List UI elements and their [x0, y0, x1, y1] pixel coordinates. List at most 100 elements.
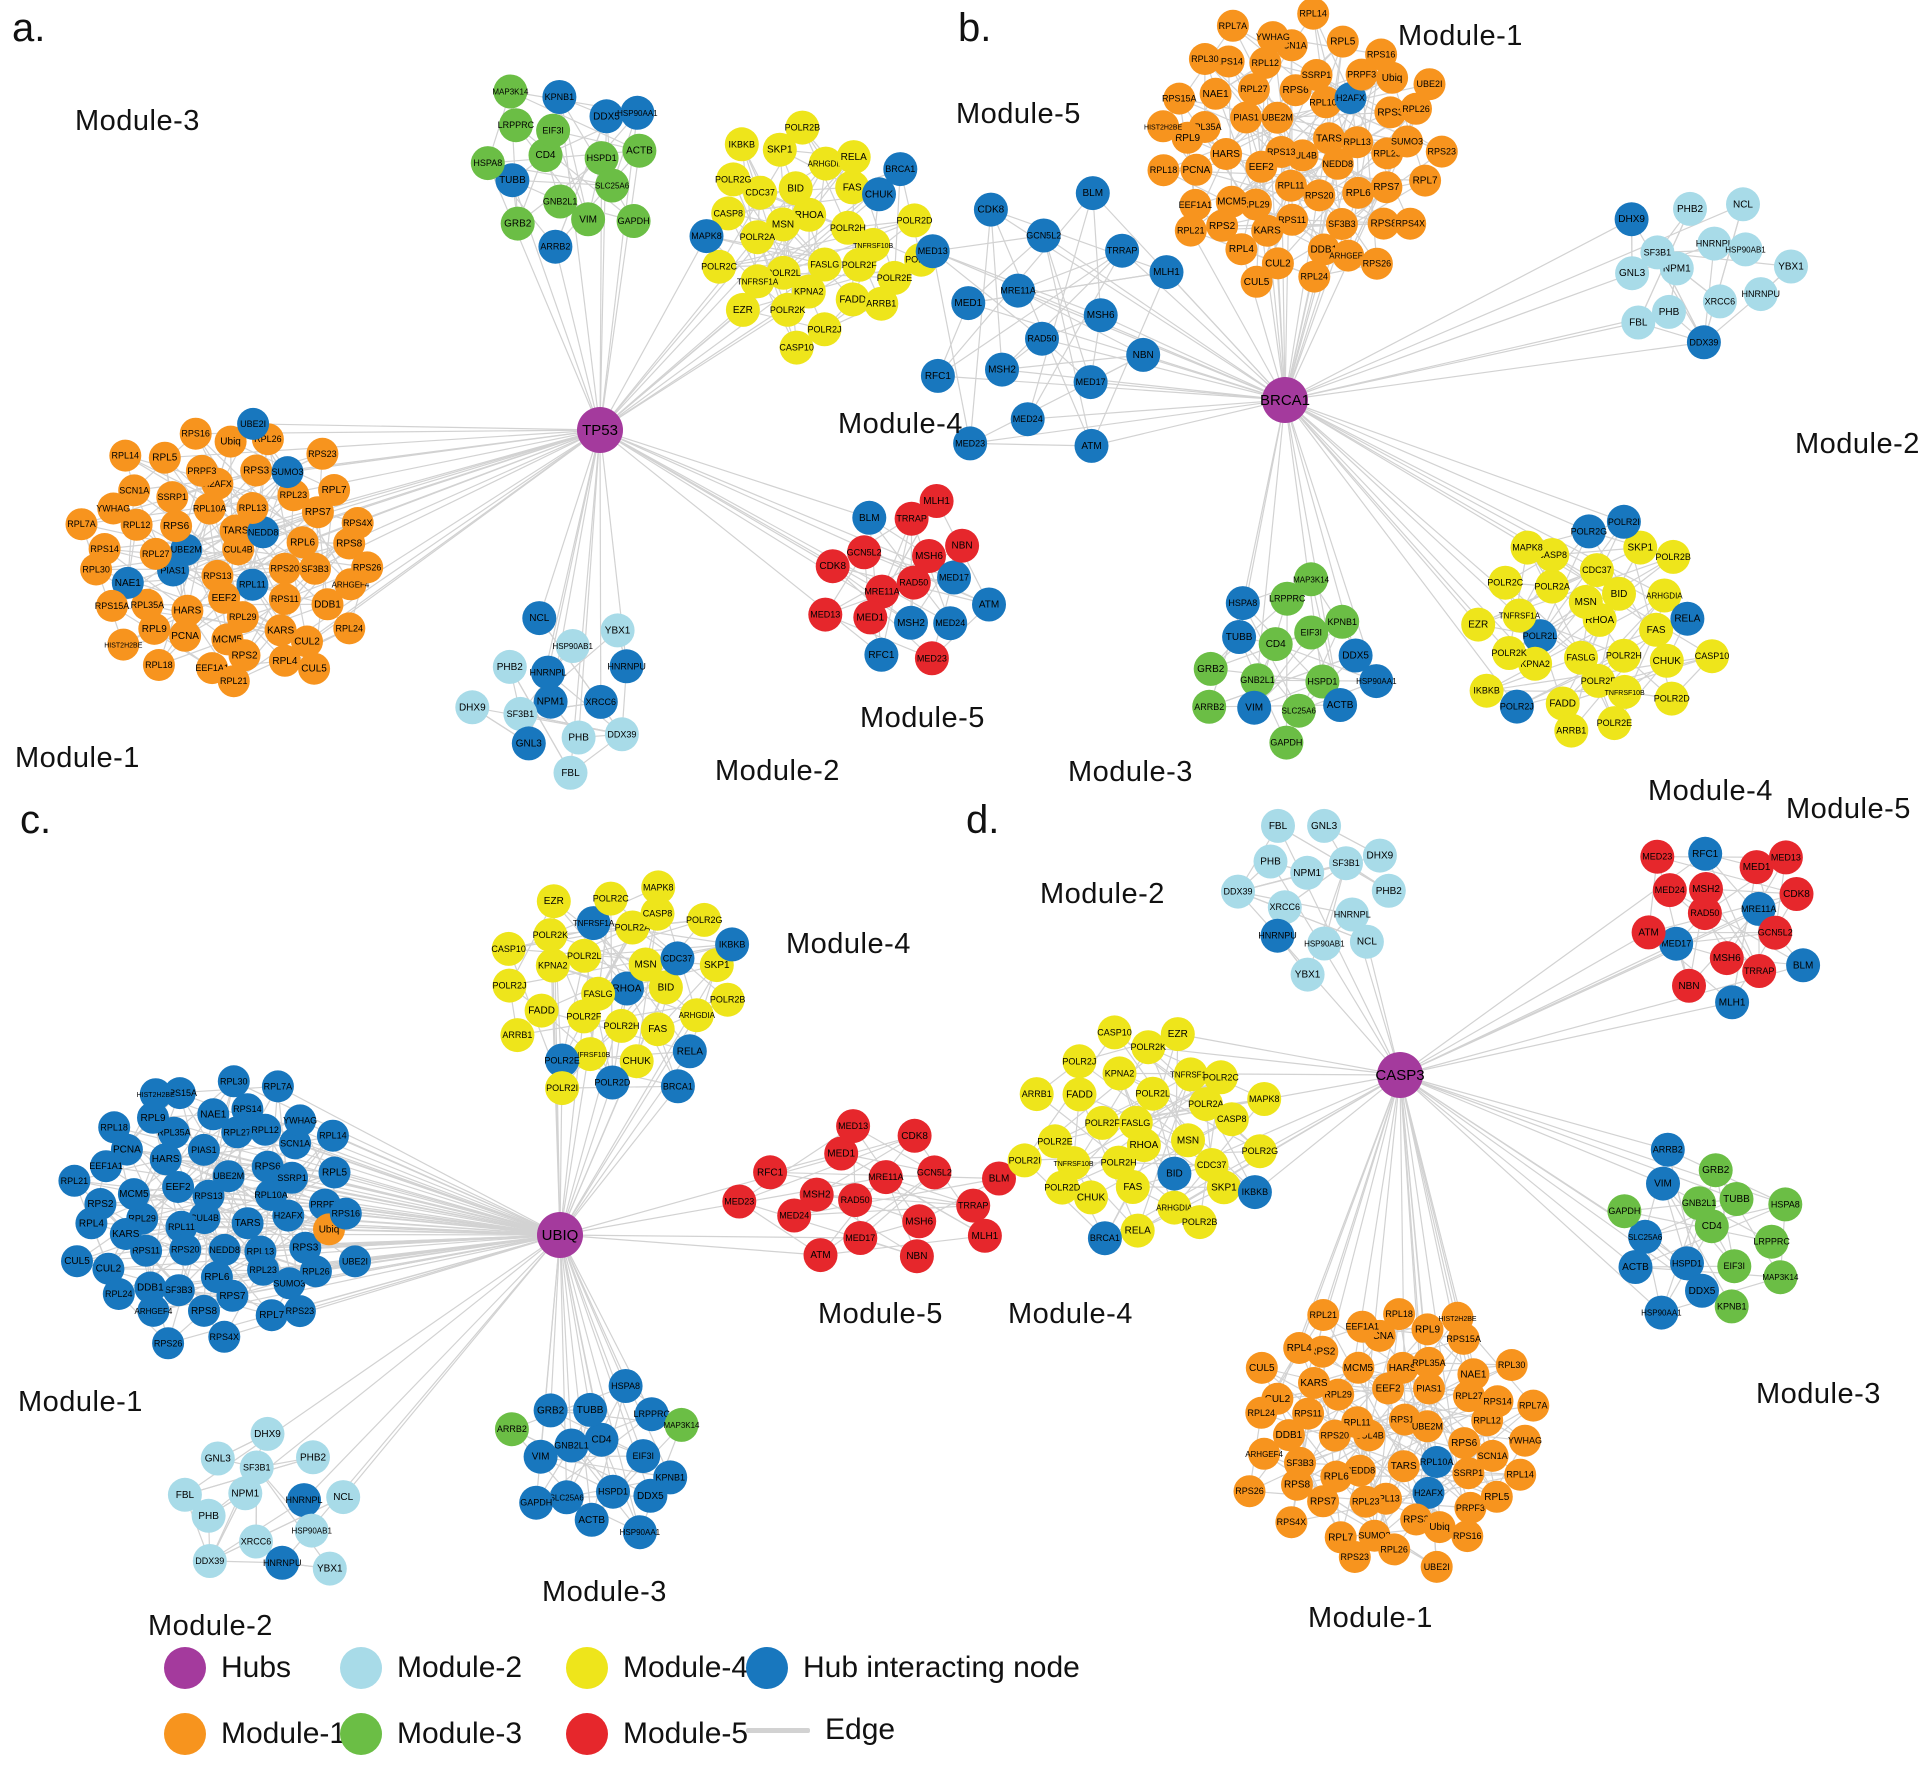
node-KPNB1[interactable]: KPNB1	[1714, 1289, 1749, 1324]
node-MSH6[interactable]: MSH6	[902, 1204, 937, 1239]
node-RPL24[interactable]: RPL24	[333, 612, 366, 645]
node-ACTB[interactable]: ACTB	[1618, 1250, 1653, 1284]
node-PHB2[interactable]: PHB2	[296, 1440, 330, 1475]
node-XRCC6[interactable]: XRCC6	[1267, 890, 1302, 925]
node-POLR2A[interactable]: POLR2A	[740, 220, 776, 255]
node-HNRNPU[interactable]: HNRNPU	[1258, 918, 1297, 953]
node-MSH6[interactable]: MSH6	[1709, 941, 1744, 976]
node-RPL12[interactable]: RPL12	[120, 508, 153, 541]
node-IKBKB[interactable]: IKBKB	[1469, 673, 1504, 708]
node-SUMO3[interactable]: SUMO3	[273, 1267, 305, 1300]
node-DHX9[interactable]: DHX9	[1362, 838, 1397, 873]
node-ARRB1[interactable]: ARRB1	[1554, 713, 1589, 748]
node-EZR[interactable]: EZR	[536, 884, 571, 919]
node-ARHGDIA[interactable]: ARHGDIA	[679, 998, 716, 1033]
node-SF3B1[interactable]: SF3B1	[239, 1450, 274, 1485]
node-PCNA[interactable]: PCNA	[169, 619, 202, 652]
node-VIM[interactable]: VIM	[523, 1439, 558, 1474]
node-BID[interactable]: BID	[1602, 576, 1636, 611]
node-MCM5[interactable]: MCM5	[117, 1178, 150, 1211]
node-MCM5[interactable]: MCM5	[1342, 1351, 1375, 1384]
node-SKP1[interactable]: SKP1	[1623, 530, 1658, 565]
node-RPS2[interactable]: RPS2	[1206, 209, 1239, 242]
node-RPS7[interactable]: RPS7	[216, 1279, 249, 1312]
node-HSPA8[interactable]: HSPA8	[608, 1369, 643, 1403]
node-SKP1[interactable]: SKP1	[762, 132, 797, 167]
node-RPS15A[interactable]: RPS15A	[1162, 82, 1197, 115]
node-IKBKB[interactable]: IKBKB	[1237, 1175, 1272, 1210]
node-RAD50[interactable]: RAD50	[838, 1183, 873, 1218]
node-LRPPRC[interactable]: LRPPRC	[633, 1397, 670, 1432]
node-ARRB1[interactable]: ARRB1	[500, 1018, 535, 1053]
node-HSPD1[interactable]: HSPD1	[596, 1474, 630, 1509]
node-RPL5[interactable]: RPL5	[318, 1156, 351, 1189]
node-NAE1[interactable]: NAE1	[1199, 77, 1232, 110]
node-DDX39[interactable]: DDX39	[604, 717, 639, 752]
node-NAE1[interactable]: NAE1	[197, 1098, 230, 1131]
node-RELA[interactable]: RELA	[1120, 1213, 1155, 1248]
node-BRCA1[interactable]: BRCA1	[1087, 1221, 1122, 1256]
node-POLR2G[interactable]: POLR2G	[715, 162, 752, 197]
node-PHB2[interactable]: PHB2	[492, 649, 527, 684]
node-RPS11[interactable]: RPS11	[1276, 203, 1309, 236]
node-YWHAG[interactable]: YWHAG	[283, 1104, 317, 1137]
node-EEF2[interactable]: EEF2	[162, 1171, 195, 1203]
node-RPL7A[interactable]: RPL7A	[1517, 1389, 1550, 1422]
node-POLR2E[interactable]: POLR2E	[1597, 706, 1633, 741]
node-DDX5[interactable]: DDX5	[589, 99, 624, 134]
node-GCN5L2[interactable]: GCN5L2	[1758, 915, 1793, 950]
node-RPL21[interactable]: RPL21	[217, 665, 250, 698]
node-RHOA[interactable]: RHOA	[792, 197, 827, 232]
node-EZR[interactable]: EZR	[1461, 607, 1496, 642]
node-SUMO3[interactable]: SUMO3	[1391, 125, 1423, 158]
node-RPS20[interactable]: RPS20	[1303, 179, 1336, 212]
node-RPS16[interactable]: RPS16	[1365, 38, 1398, 71]
node-SKP1[interactable]: SKP1	[1206, 1170, 1241, 1205]
node-RPL4[interactable]: RPL4	[1283, 1332, 1316, 1364]
node-RPS23[interactable]: RPS23	[1338, 1541, 1371, 1573]
node-NBN[interactable]: NBN	[1126, 337, 1161, 372]
node-FBL[interactable]: FBL	[1261, 808, 1295, 843]
node-HSP90AB1[interactable]: HSP90AB1	[1725, 232, 1766, 267]
node-RPL24[interactable]: RPL24	[102, 1278, 135, 1310]
node-RPS26[interactable]: RPS26	[1360, 247, 1393, 280]
node-MED24[interactable]: MED24	[1010, 402, 1045, 437]
node-GRB2[interactable]: GRB2	[1698, 1153, 1733, 1188]
node-GNB2L1[interactable]: GNB2L1	[543, 184, 578, 219]
node-FADD[interactable]: FADD	[524, 993, 559, 1028]
node-MED24[interactable]: MED24	[1652, 873, 1687, 908]
node-MAP3K14[interactable]: MAP3K14	[663, 1407, 700, 1442]
node-RAD50[interactable]: RAD50	[896, 565, 931, 600]
node-RPL7[interactable]: RPL7	[255, 1299, 288, 1332]
node-ARRB2[interactable]: ARRB2	[1192, 689, 1227, 724]
node-RPS16[interactable]: RPS16	[179, 417, 212, 450]
node-MED13[interactable]: MED13	[808, 597, 843, 632]
node-GCN5L2[interactable]: GCN5L2	[917, 1155, 952, 1190]
node-KARS[interactable]: KARS	[1251, 214, 1284, 247]
node-MED1[interactable]: MED1	[1739, 850, 1774, 885]
node-HSPD1[interactable]: HSPD1	[1305, 664, 1340, 699]
node-ARRB2[interactable]: ARRB2	[494, 1412, 529, 1447]
node-DDX5[interactable]: DDX5	[1685, 1273, 1719, 1308]
node-POLR2C[interactable]: POLR2C	[1203, 1060, 1240, 1095]
node-RELA[interactable]: RELA	[1670, 601, 1705, 636]
node-FAS[interactable]: FAS	[1115, 1170, 1150, 1204]
node-RPL11[interactable]: RPL11	[236, 568, 269, 601]
node-RPS23[interactable]: RPS23	[283, 1295, 316, 1328]
node-DDX39[interactable]: DDX39	[1221, 874, 1255, 909]
node-KPNA2[interactable]: KPNA2	[535, 948, 570, 983]
node-SUMO3[interactable]: SUMO3	[271, 456, 304, 489]
node-PHB[interactable]: PHB	[1652, 294, 1686, 329]
node-MED17[interactable]: MED17	[843, 1221, 878, 1255]
node-VIM[interactable]: VIM	[1237, 690, 1272, 725]
node-HSP90AA1[interactable]: HSP90AA1	[617, 95, 658, 130]
node-DDX5[interactable]: DDX5	[1338, 638, 1373, 673]
node-MAPK8[interactable]: MAPK8	[1247, 1082, 1282, 1116]
node-MRE11A[interactable]: MRE11A	[868, 1160, 903, 1195]
node-RPL9[interactable]: RPL9	[1411, 1313, 1444, 1346]
node-HIST2H2BE[interactable]: HIST2H2BE	[1438, 1301, 1477, 1334]
node-RAD50[interactable]: RAD50	[1687, 896, 1722, 931]
node-DDB1[interactable]: DDB1	[311, 588, 344, 621]
node-POLR2D[interactable]: POLR2D	[1044, 1170, 1081, 1205]
node-RPS20[interactable]: RPS20	[169, 1233, 202, 1266]
